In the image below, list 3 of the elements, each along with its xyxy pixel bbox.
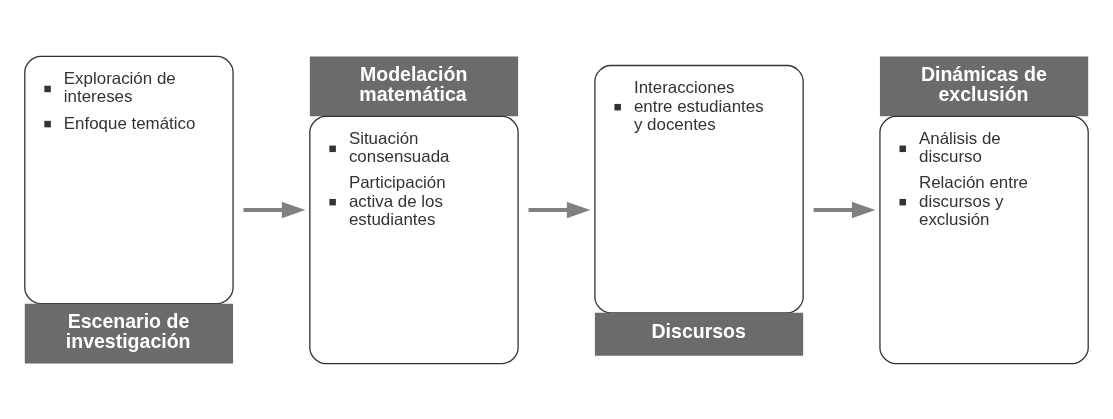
arrow [243, 201, 306, 218]
arrow [528, 201, 591, 218]
arrow [813, 201, 876, 218]
